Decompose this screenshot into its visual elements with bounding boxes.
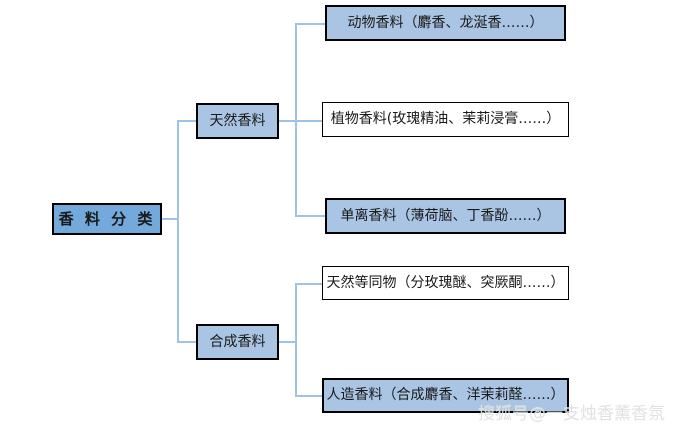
connector-root-to-synthetic bbox=[177, 341, 196, 343]
watermark-text: 搜狐号@一支烛香薰香氛 bbox=[478, 404, 665, 424]
node-natural-fragrance: 天然香料 bbox=[196, 103, 279, 139]
node-isolate-fragrance: 单离香料（薄荷脑、丁香酚……） bbox=[325, 198, 566, 234]
connector-synthetic-stem bbox=[279, 341, 296, 343]
connector-synthetic-to-natureid bbox=[295, 283, 322, 285]
node-artificial-fragrance: 人造香料（合成麝香、洋茉莉醛……） bbox=[322, 378, 569, 413]
connector-root-stem bbox=[162, 218, 178, 220]
node-root: 香 料 分 类 bbox=[52, 203, 162, 235]
node-animal-fragrance: 动物香料（麝香、龙涎香……） bbox=[325, 5, 566, 41]
connector-natural-to-animal bbox=[295, 23, 325, 25]
connector-root-spine bbox=[177, 120, 179, 342]
connector-natural-stem bbox=[279, 120, 296, 122]
connector-root-to-natural bbox=[177, 120, 196, 122]
connector-natural-to-plant bbox=[295, 120, 322, 122]
node-plant-fragrance: 植物香料(玫瑰精油、茉莉浸膏……） bbox=[322, 102, 569, 137]
connector-synthetic-spine bbox=[295, 283, 297, 396]
node-synthetic-fragrance: 合成香料 bbox=[196, 324, 279, 360]
connector-natural-to-isolate bbox=[295, 215, 325, 217]
connector-synthetic-to-artificial bbox=[295, 395, 322, 397]
node-nature-identical: 天然等同物（分玫瑰醚、突厥酮……） bbox=[322, 266, 569, 300]
